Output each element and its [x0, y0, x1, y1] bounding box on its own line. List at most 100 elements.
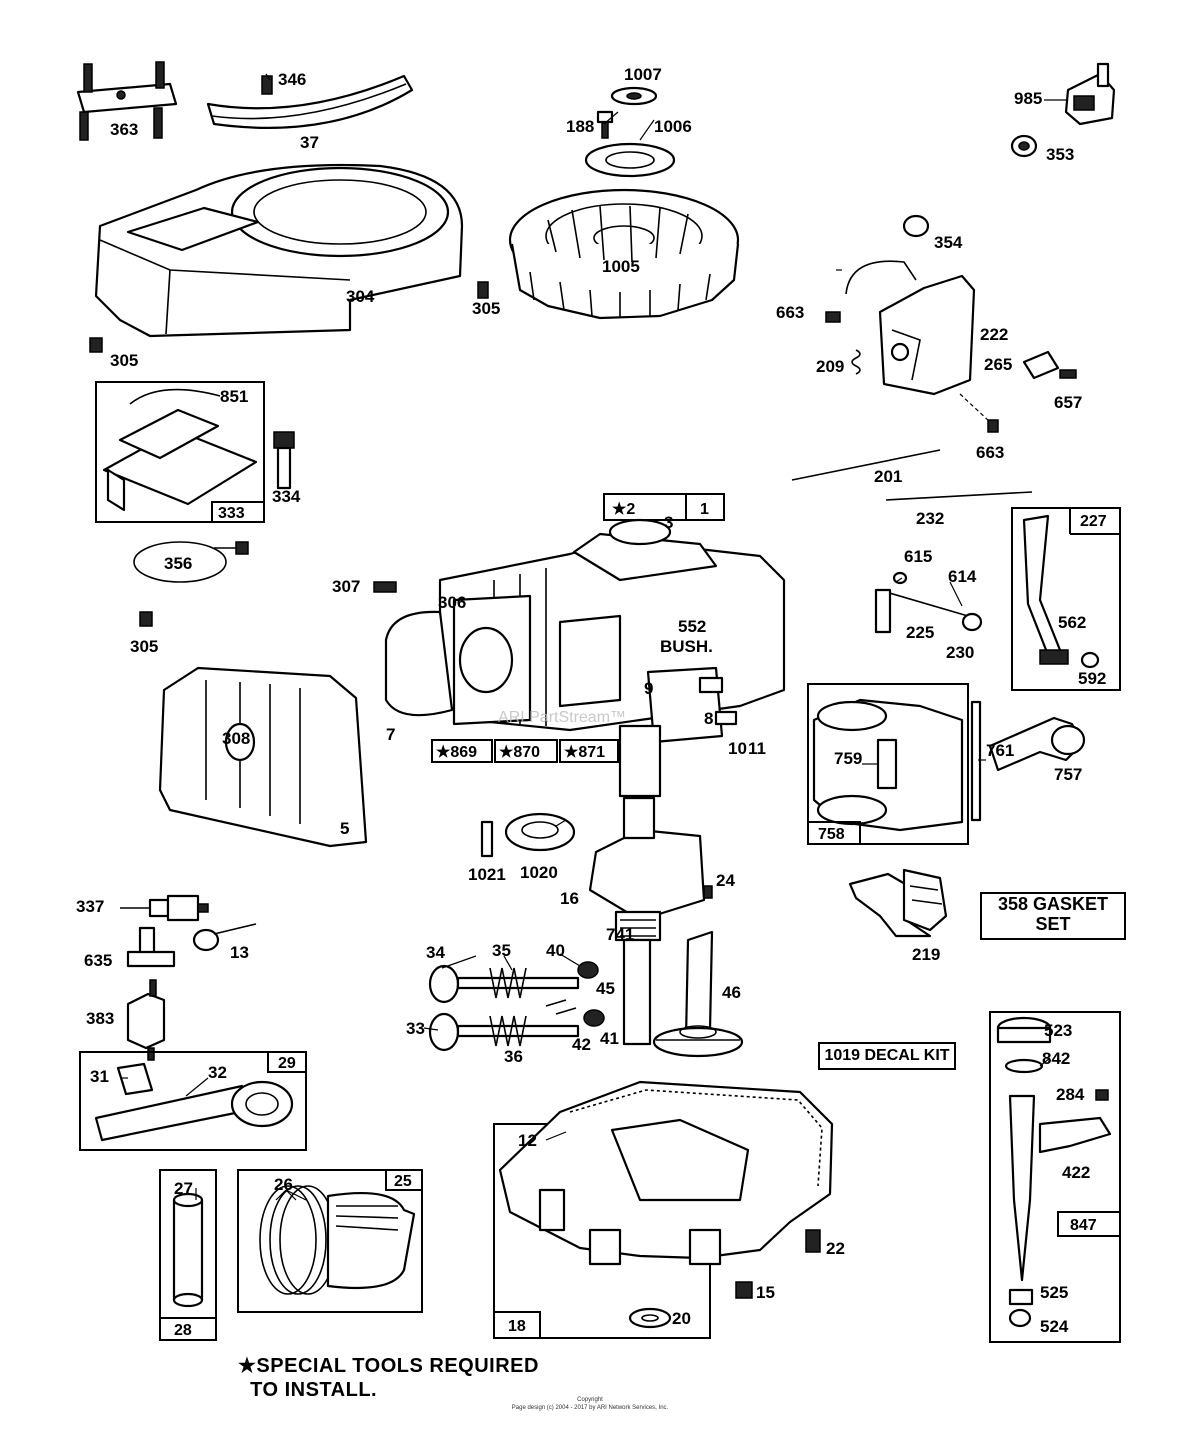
- callout-24: 24: [716, 871, 735, 890]
- leader-lines: [120, 73, 1066, 1201]
- callout-31: 31: [90, 1067, 109, 1086]
- part-connecting-rod-29: [79, 1051, 307, 1151]
- box-label-25: 25: [394, 1173, 412, 1190]
- callout-851: 851: [220, 387, 248, 406]
- callout-40: 40: [546, 941, 565, 960]
- callout-230: 230: [946, 643, 974, 662]
- callout-labels: 363 346 37 1007 188 1006 985 353 304 305…: [76, 65, 1106, 1336]
- part-fitting-635: [126, 926, 176, 968]
- part-link-201: [791, 449, 1033, 501]
- callout-1006: 1006: [654, 117, 692, 136]
- callout-9: 9: [644, 679, 653, 698]
- part-valves: [428, 961, 605, 1052]
- callout-35: 35: [492, 941, 511, 960]
- callout-41: 41: [600, 1029, 619, 1048]
- callout-757: 757: [1054, 765, 1082, 784]
- callout-16: 16: [560, 889, 579, 908]
- callout-42: 42: [572, 1035, 591, 1054]
- callout-552: 552: [678, 617, 706, 636]
- callout-7: 7: [386, 725, 395, 744]
- callout-46: 46: [722, 983, 741, 1002]
- callout-37: 37: [300, 133, 319, 152]
- callout-562: 562: [1058, 613, 1086, 632]
- callout-524: 524: [1040, 1317, 1069, 1336]
- part-camshaft-46: [652, 930, 744, 1058]
- callout-305-a: 305: [472, 299, 500, 318]
- special-tools-note: ★SPECIAL TOOLS REQUIRED TO INSTALL.: [238, 1354, 539, 1402]
- callout-3: 3: [664, 513, 673, 532]
- box-label-333: 333: [218, 505, 245, 522]
- callout-663-a: 663: [776, 303, 804, 322]
- callout-15: 15: [756, 1283, 775, 1302]
- box-label-1: 1: [700, 501, 709, 518]
- callout-33: 33: [406, 1019, 425, 1038]
- part-screw-305: [89, 281, 489, 627]
- part-crankshaft-16: [480, 796, 713, 1046]
- part-air-guide-37: [206, 74, 414, 129]
- callout-188: 188: [566, 117, 594, 136]
- callout-334: 334: [272, 487, 301, 506]
- callout-761: 761: [986, 741, 1014, 760]
- part-blower-housing-304: [94, 163, 464, 338]
- callout-308: 308: [222, 729, 250, 748]
- callout-842: 842: [1042, 1049, 1070, 1068]
- callout-8: 8: [704, 709, 713, 728]
- part-coupling-383: [126, 979, 166, 1061]
- copyright-line1: Copyright: [577, 1397, 603, 1403]
- copyright-line2: Page design (c) 2004 - 2017 by ARI Netwo…: [511, 1405, 669, 1411]
- part-dipstick-847: [989, 1011, 1121, 1343]
- box-label-29: 29: [278, 1055, 296, 1072]
- callout-1005: 1005: [602, 257, 640, 276]
- box-label-870: ★870: [499, 744, 540, 761]
- callout-45: 45: [596, 979, 615, 998]
- callout-219: 219: [912, 945, 940, 964]
- box-label-758: 758: [818, 826, 845, 843]
- callout-305-b: 305: [110, 351, 138, 370]
- callout-592: 592: [1078, 669, 1106, 688]
- box-label-28: 28: [174, 1322, 192, 1339]
- callout-422: 422: [1062, 1163, 1090, 1182]
- callout-759: 759: [834, 749, 862, 768]
- callout-5: 5: [340, 819, 349, 838]
- callout-356: 356: [164, 554, 192, 573]
- callout-20: 20: [672, 1309, 691, 1328]
- box-label-2: ★2: [612, 501, 635, 518]
- callout-523: 523: [1044, 1021, 1072, 1040]
- part-armature-851: [95, 381, 265, 523]
- callout-354: 354: [934, 233, 963, 252]
- box-label-871: ★871: [564, 744, 605, 761]
- callout-657: 657: [1054, 393, 1082, 412]
- callout-741: 741: [606, 925, 634, 944]
- part-cylinder-1: [373, 493, 786, 798]
- callout-209: 209: [816, 357, 844, 376]
- part-lever-757: [988, 716, 1086, 772]
- callout-201: 201: [874, 467, 902, 486]
- part-link-225: [874, 571, 983, 634]
- part-plug-13: [192, 923, 257, 952]
- callout-363: 363: [110, 120, 138, 139]
- part-piston-pin-27: [159, 1169, 217, 1341]
- part-control-bracket-222: [825, 214, 1077, 433]
- part-cylinder-head-308: [158, 666, 368, 848]
- part-oil-sensor-337: [120, 894, 209, 922]
- callout-525: 525: [1040, 1283, 1068, 1302]
- callout-284: 284: [1056, 1085, 1085, 1104]
- callout-1020: 1020: [520, 863, 558, 882]
- callout-12: 12: [518, 1131, 537, 1150]
- part-governor-219: [848, 868, 948, 938]
- decal-kit-label: 1019 DECAL KIT: [824, 1047, 950, 1064]
- box-label-847: 847: [1070, 1217, 1097, 1234]
- part-bolt-334: [273, 431, 295, 490]
- callout-27: 27: [174, 1179, 193, 1198]
- part-bracket-363: [76, 61, 178, 141]
- callout-663-b: 663: [976, 443, 1004, 462]
- callout-346: 346: [278, 70, 306, 89]
- callout-307: 307: [332, 577, 360, 596]
- callout-bush: BUSH.: [660, 637, 713, 656]
- callout-265: 265: [984, 355, 1012, 374]
- callout-232: 232: [916, 509, 944, 528]
- part-base-758: [807, 683, 982, 845]
- callout-337: 337: [76, 897, 104, 916]
- callout-11: 11: [748, 739, 766, 758]
